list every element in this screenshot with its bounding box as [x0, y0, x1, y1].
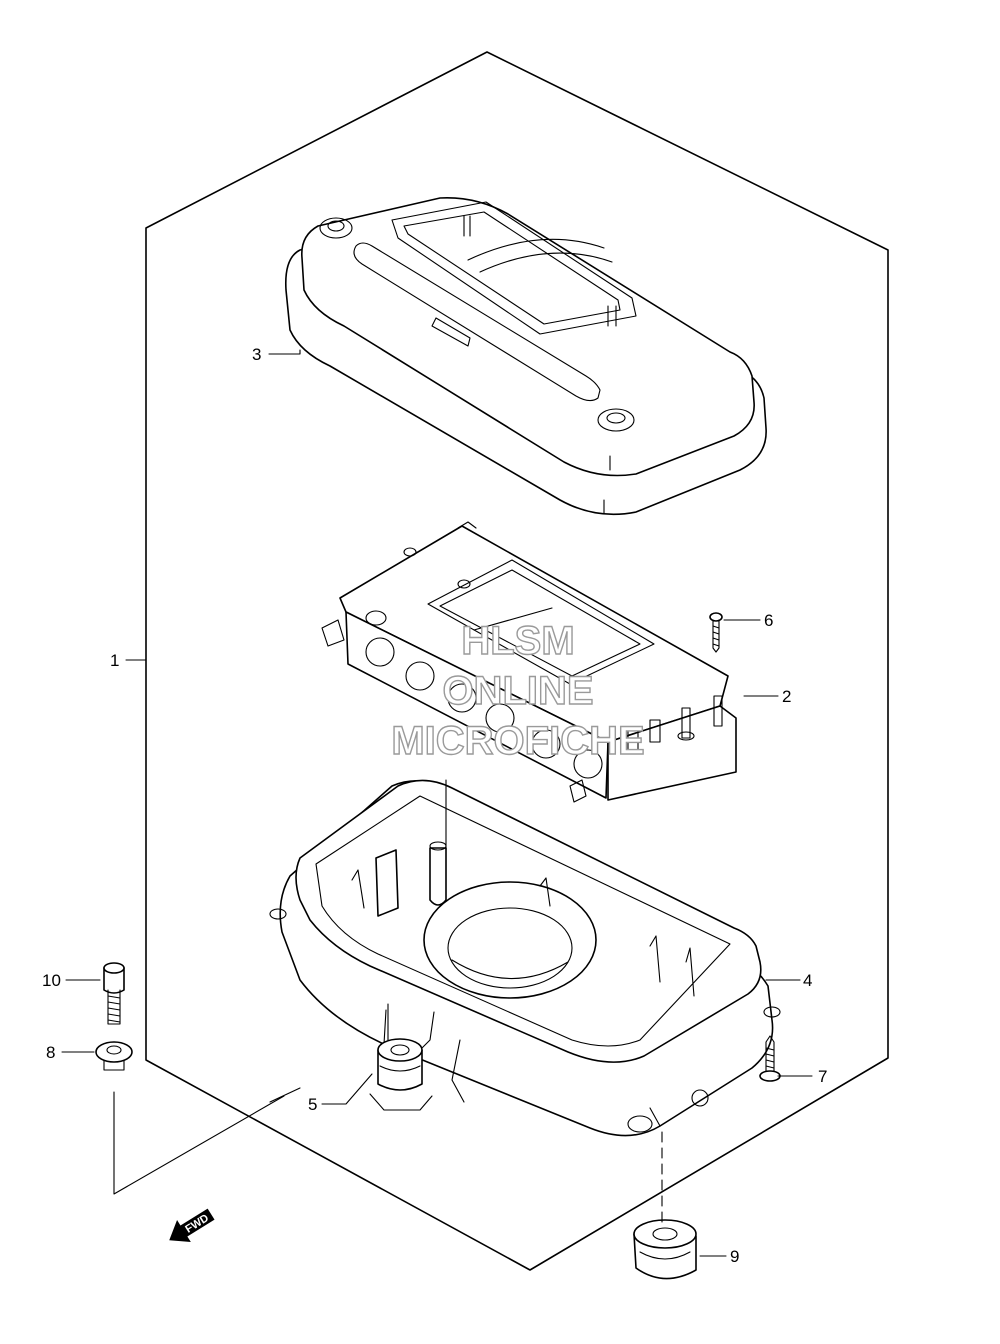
part-10-bolt[interactable] — [103, 962, 125, 1025]
fwd-direction-arrow: FWD — [169, 1208, 215, 1243]
watermark-line-1: HLSM — [461, 619, 574, 663]
watermark-line-3: MICROFICHE — [391, 719, 644, 763]
callout-1: 1 — [110, 651, 119, 670]
part-4-lower-case[interactable] — [269, 779, 781, 1137]
part-3-meter-cover[interactable] — [284, 197, 767, 516]
callout-5: 5 — [308, 1095, 317, 1114]
part-6-screw[interactable] — [709, 612, 723, 653]
callout-labels: 1 2 3 4 5 6 7 8 9 10 — [42, 345, 827, 1266]
leader-lines — [61, 349, 813, 1257]
assembly-boundary — [145, 51, 889, 1271]
part-5-grommet[interactable] — [369, 1038, 433, 1111]
callout-6: 6 — [764, 611, 773, 630]
callout-3: 3 — [252, 345, 261, 364]
watermark-line-2: ONLINE — [442, 669, 593, 713]
part-9-cushion[interactable] — [633, 1219, 697, 1280]
callout-9: 9 — [730, 1247, 739, 1266]
callout-10: 10 — [42, 971, 61, 990]
part-2-meter-unit[interactable] — [321, 521, 737, 803]
callout-2: 2 — [782, 687, 791, 706]
watermark: HLSM ONLINE MICROFICHE — [391, 618, 646, 763]
callout-8: 8 — [46, 1043, 55, 1062]
callout-4: 4 — [803, 971, 812, 990]
callout-7: 7 — [818, 1067, 827, 1086]
part-8-collar[interactable] — [95, 1041, 133, 1071]
